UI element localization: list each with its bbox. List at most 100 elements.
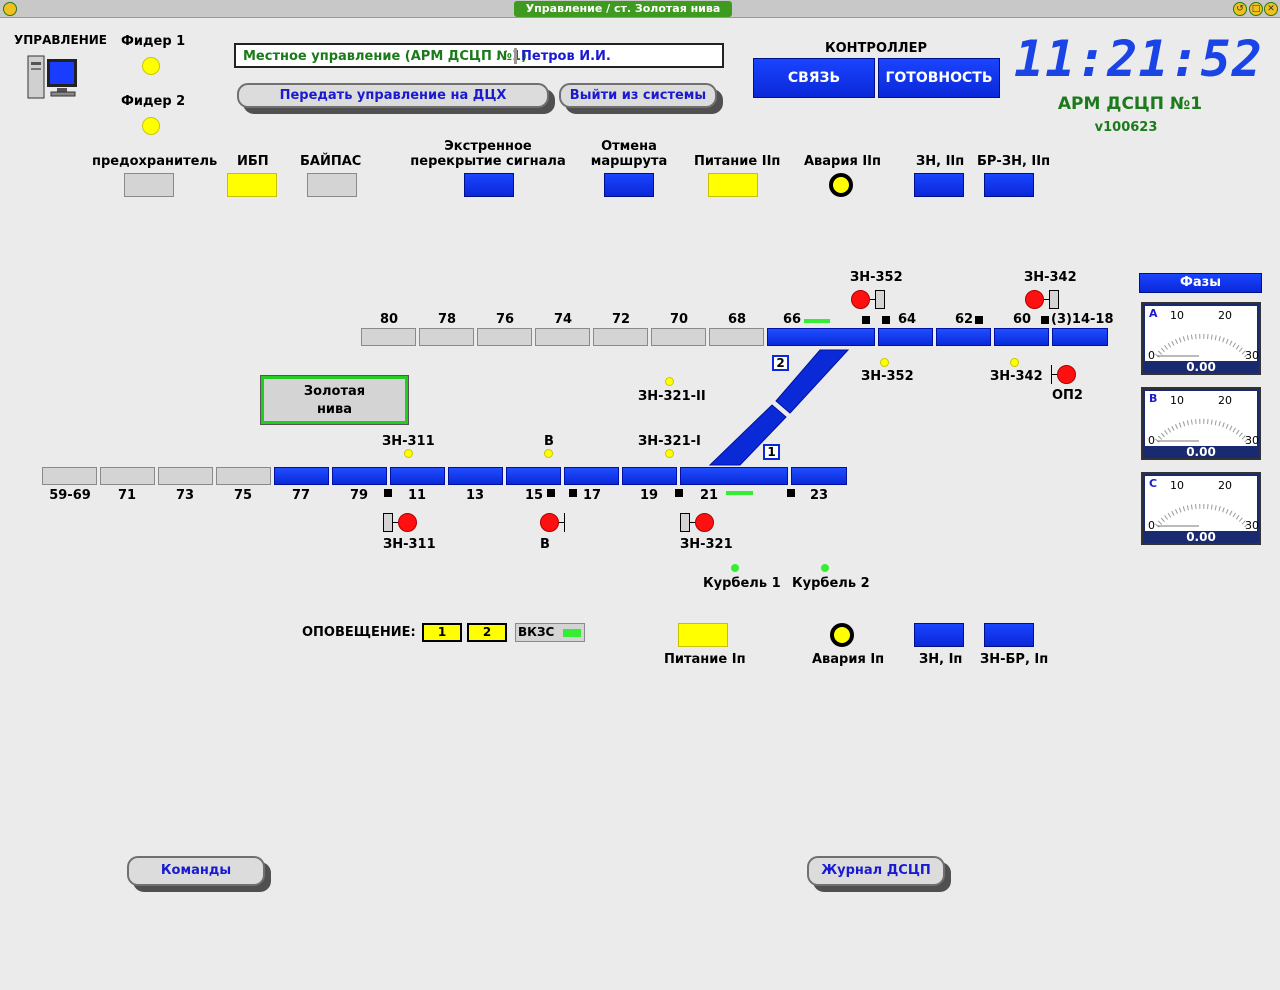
- transfer-control-button[interactable]: Передать управление на ДЦХ: [237, 83, 549, 108]
- gauge-tick-0: 0: [1148, 349, 1155, 362]
- computer-icon: [27, 54, 79, 100]
- route-cancel-label: Отмена маршрута: [590, 139, 668, 169]
- brzn2-button[interactable]: [984, 173, 1034, 197]
- commands-button[interactable]: Команды: [127, 856, 265, 886]
- close-icon[interactable]: ✕: [1264, 2, 1278, 16]
- signal-zn352-lamp[interactable]: [851, 290, 870, 309]
- gauge-tick-20: 20: [1218, 479, 1232, 492]
- alert-2-button[interactable]: 2: [467, 623, 507, 642]
- track-label: 77: [291, 488, 311, 503]
- joint-marker: [1041, 316, 1049, 324]
- window-menu-icon[interactable]: [3, 2, 17, 16]
- crossover-track[interactable]: [700, 345, 860, 470]
- signal-zn321-lamp[interactable]: [695, 513, 714, 532]
- gauge-tick-20: 20: [1218, 309, 1232, 322]
- track-label: 75: [233, 488, 253, 503]
- track-segment[interactable]: [274, 467, 329, 485]
- maximize-icon[interactable]: □: [1249, 2, 1263, 16]
- signal-label-zn352-top: ЗН-352: [850, 270, 903, 285]
- exit-button[interactable]: Выйти из системы: [559, 83, 717, 108]
- phase-b-gauge: B 10 20 0 30 0.00: [1141, 387, 1261, 460]
- track-segment[interactable]: [361, 328, 416, 346]
- track-segment[interactable]: [390, 467, 445, 485]
- track-segment[interactable]: [564, 467, 619, 485]
- gauge-dial: [1155, 333, 1249, 358]
- track-segment[interactable]: [332, 467, 387, 485]
- mode-field: Местное управление (АРМ ДСЦП №1) Петров …: [234, 43, 724, 68]
- joint-marker: [384, 489, 392, 497]
- restore-icon[interactable]: ↺: [1233, 2, 1247, 16]
- track-segment[interactable]: [506, 467, 561, 485]
- track-segment[interactable]: [100, 467, 155, 485]
- joint-marker: [787, 489, 795, 497]
- track-label: 66: [782, 312, 802, 327]
- link-status-button[interactable]: СВЯЗЬ: [753, 58, 875, 98]
- track-segment[interactable]: [42, 467, 97, 485]
- signal-zn342-lamp[interactable]: [1025, 290, 1044, 309]
- track-segment[interactable]: [593, 328, 648, 346]
- track-label: 80: [379, 312, 399, 327]
- signal-label-zn321-1: ЗН-321-I: [638, 434, 701, 449]
- journal-button[interactable]: Журнал ДСЦП: [807, 856, 945, 886]
- track-segment[interactable]: [651, 328, 706, 346]
- track-segment[interactable]: [216, 467, 271, 485]
- phase-letter: C: [1149, 477, 1158, 490]
- track-segment[interactable]: [158, 467, 213, 485]
- track-segment[interactable]: [994, 328, 1049, 346]
- controller-label: КОНТРОЛЛЕР: [825, 41, 928, 56]
- alert-1-button[interactable]: 1: [422, 623, 462, 642]
- signal-head: [875, 290, 885, 309]
- route-cancel-button[interactable]: [604, 173, 654, 197]
- track-label: 60: [1012, 312, 1032, 327]
- zn1-label: ЗН, Iп: [919, 652, 963, 667]
- phase-letter: A: [1149, 307, 1158, 320]
- track-segment[interactable]: [709, 328, 764, 346]
- track-segment[interactable]: [622, 467, 677, 485]
- phase-b-value: 0.00: [1145, 446, 1257, 458]
- track-segment[interactable]: [878, 328, 933, 346]
- emergency-signal-label: Экстренное перекрытие сигнала: [410, 139, 566, 169]
- gauge-dial: [1155, 503, 1249, 528]
- feeder1-label: Фидер 1: [121, 34, 186, 49]
- vkzs-indicator[interactable]: ВКЗС: [515, 623, 585, 642]
- track-segment[interactable]: [419, 328, 474, 346]
- signal-zn311-lamp[interactable]: [398, 513, 417, 532]
- track-label: 71: [117, 488, 137, 503]
- phase-c-gauge: C 10 20 0 30 0.00: [1141, 472, 1261, 545]
- signal-op2-lamp[interactable]: [1057, 365, 1076, 384]
- signal-indicator: [880, 358, 889, 367]
- signal-mast: [870, 299, 875, 300]
- alarm2-indicator: [829, 173, 853, 197]
- zn1-button[interactable]: [914, 623, 964, 647]
- track-segment[interactable]: [1052, 328, 1108, 346]
- track-label: 13: [465, 488, 485, 503]
- track-segment[interactable]: [680, 467, 788, 485]
- signal-indicator: [544, 449, 553, 458]
- znbr1-button[interactable]: [984, 623, 1034, 647]
- track-segment[interactable]: [448, 467, 503, 485]
- znbr1-label: ЗН-БР, Iп: [980, 652, 1049, 667]
- track-label: 70: [669, 312, 689, 327]
- track-label: (3)14-18: [1051, 312, 1114, 327]
- track-label: 23: [809, 488, 829, 503]
- signal-v-lamp[interactable]: [540, 513, 559, 532]
- phases-title: Фазы: [1139, 273, 1262, 293]
- track-segment[interactable]: [791, 467, 847, 485]
- power1-indicator: [678, 623, 728, 647]
- gauge-tick-30: 30: [1245, 349, 1259, 362]
- track-segment[interactable]: [535, 328, 590, 346]
- switch-1-label[interactable]: 1: [763, 444, 780, 460]
- track-segment[interactable]: [477, 328, 532, 346]
- track-label: 74: [553, 312, 573, 327]
- station-box[interactable]: Золотая нива: [260, 375, 409, 425]
- zn2-button[interactable]: [914, 173, 964, 197]
- track-segment[interactable]: [767, 328, 875, 346]
- emergency-signal-button[interactable]: [464, 173, 514, 197]
- ready-status-button[interactable]: ГОТОВНОСТЬ: [878, 58, 1000, 98]
- joint-marker: [975, 316, 983, 324]
- signal-head: [1049, 290, 1059, 309]
- track-label: 17: [582, 488, 602, 503]
- fuse-label: предохранитель: [92, 154, 218, 169]
- track-segment[interactable]: [936, 328, 991, 346]
- switch-2-label[interactable]: 2: [772, 355, 789, 371]
